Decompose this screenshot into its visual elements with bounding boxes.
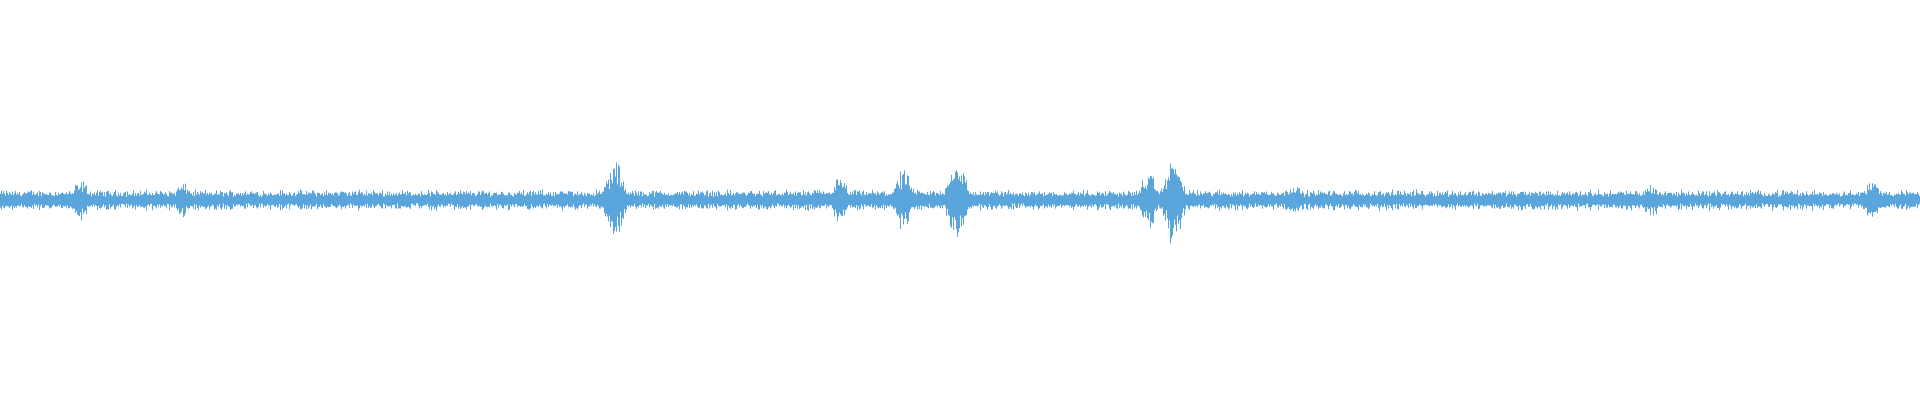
waveform-path xyxy=(0,162,1920,244)
waveform-trace xyxy=(0,162,1920,244)
